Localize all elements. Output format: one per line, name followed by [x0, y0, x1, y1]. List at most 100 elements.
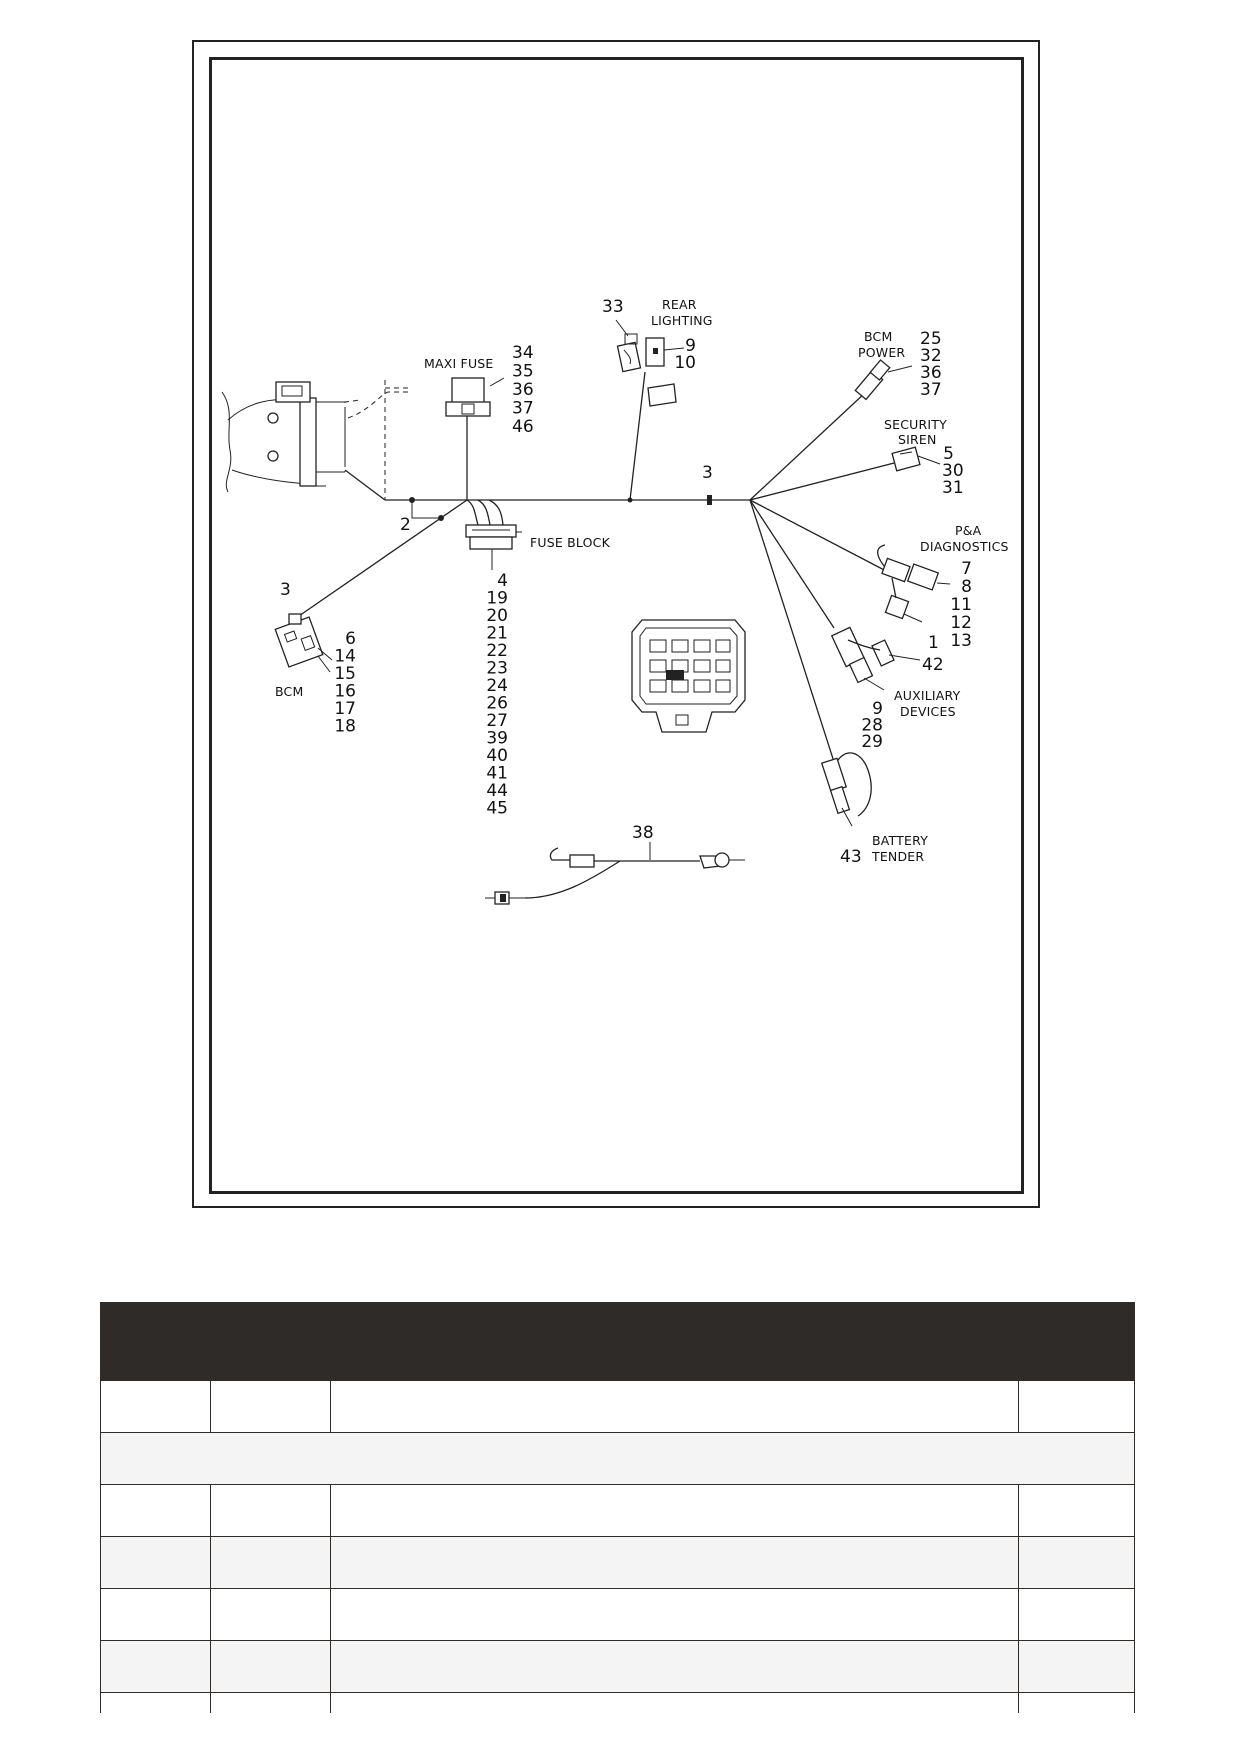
callout-number: 4 [497, 571, 508, 591]
callout-ground-clip: 2 [400, 515, 411, 535]
callout-aux-plug: 42 [922, 655, 944, 675]
label-fuse-block: FUSE BLOCK [530, 535, 611, 550]
callout-number: 7 [961, 559, 972, 579]
callout-bcm-clip: 3 [280, 580, 291, 600]
callout-number: 26 [486, 694, 508, 714]
bcm-branch [274, 499, 468, 673]
callout-number: 35 [512, 362, 534, 382]
table-cell [210, 1640, 331, 1693]
table-cell [100, 1640, 211, 1693]
table-cell [210, 1536, 331, 1589]
callout-group-rear-lighting: 910 [674, 336, 696, 373]
callout-number: 5 [943, 444, 954, 464]
label-pa-diagnostics-2: DIAGNOSTICS [920, 539, 1009, 554]
rear-lighting-branch [615, 319, 685, 501]
callout-number: 16 [334, 682, 356, 702]
diagram-inner-frame [209, 57, 1024, 1194]
connector-face-detail [631, 619, 746, 733]
callout-number: 9 [872, 699, 883, 719]
callout-number: 24 [486, 676, 508, 696]
table-cell [100, 1484, 211, 1537]
callout-number: 19 [486, 589, 508, 609]
auxiliary-devices-connectors [830, 626, 921, 691]
callout-number: 39 [486, 729, 508, 749]
callout-battery-tender: 43 [840, 847, 862, 867]
callout-number: 46 [512, 417, 534, 437]
table-cell [100, 1588, 211, 1641]
callout-pa-connector: 1 [928, 633, 939, 653]
callout-number: 37 [920, 380, 942, 400]
callout-number: 14 [334, 647, 356, 667]
label-auxiliary-1: AUXILIARY [894, 688, 961, 703]
reference-line [347, 391, 410, 419]
table-cell [330, 1588, 1019, 1641]
pa-diagnostics-connectors [877, 544, 951, 623]
table-cell [1018, 1588, 1135, 1641]
label-bcm: BCM [275, 684, 303, 699]
callout-number: 27 [486, 711, 508, 731]
security-siren-connector [891, 446, 941, 472]
callout-number: 6 [345, 629, 356, 649]
label-rear-lighting-1: REAR [662, 297, 697, 312]
diagram-outer-frame [192, 40, 1040, 1208]
callout-number: 25 [920, 329, 942, 349]
wiring-harness-diagram: MAXI FUSE REAR LIGHTING BCM POWER SECURI… [221, 297, 1009, 905]
callout-number: 20 [486, 606, 508, 626]
table-cell [1018, 1484, 1135, 1537]
table-cell [330, 1536, 1019, 1589]
label-rear-lighting-2: LIGHTING [651, 313, 713, 328]
callout-number: 9 [685, 336, 696, 356]
table-cell [210, 1380, 331, 1433]
table-cell [100, 1432, 1135, 1485]
callout-junction-center: 3 [702, 463, 713, 483]
callout-number: 11 [950, 595, 972, 615]
callout-number: 32 [920, 346, 942, 366]
label-maxi-fuse: MAXI FUSE [424, 356, 494, 371]
callout-rear-lighting-clip: 33 [602, 297, 624, 317]
label-battery-tender-2: TENDER [871, 849, 924, 864]
fuse-block-assembly [465, 499, 522, 570]
label-bcm-power-1: BCM [864, 329, 892, 344]
header-cell-item [100, 1302, 211, 1381]
callout-number: 34 [512, 343, 534, 363]
callout-number: 29 [861, 732, 883, 752]
chassis-bracket [221, 381, 361, 493]
table-row [100, 1380, 1135, 1433]
label-security-siren-2: SIREN [898, 432, 937, 447]
table-row [100, 1640, 1135, 1693]
header-cell-description [330, 1302, 1019, 1381]
table-cell [100, 1692, 211, 1713]
maxi-fuse-assembly [445, 377, 505, 500]
label-battery-tender-1: BATTERY [872, 833, 928, 848]
table-row [100, 1484, 1135, 1537]
callout-number: 22 [486, 641, 508, 661]
table-row [100, 1588, 1135, 1641]
callout-number: 44 [486, 781, 508, 801]
table-cell [330, 1692, 1019, 1713]
table-cell [1018, 1692, 1135, 1713]
callout-number: 21 [486, 624, 508, 644]
table-header-row [100, 1302, 1135, 1381]
label-bcm-power-2: POWER [858, 345, 905, 360]
callout-extension-harness: 38 [632, 823, 654, 843]
callout-number: 37 [512, 399, 534, 419]
table-row [100, 1536, 1135, 1589]
callout-number: 40 [486, 746, 508, 766]
table-cell [1018, 1380, 1135, 1433]
header-cell-qty [1018, 1302, 1135, 1381]
table-cell [330, 1380, 1019, 1433]
callout-number: 45 [486, 799, 508, 819]
table-cell [210, 1692, 331, 1713]
callout-number: 31 [942, 478, 964, 498]
callout-number: 10 [674, 353, 696, 373]
callout-number: 13 [950, 631, 972, 651]
label-auxiliary-2: DEVICES [900, 704, 956, 719]
main-harness-trunk [344, 469, 750, 505]
callout-number: 41 [486, 764, 508, 784]
